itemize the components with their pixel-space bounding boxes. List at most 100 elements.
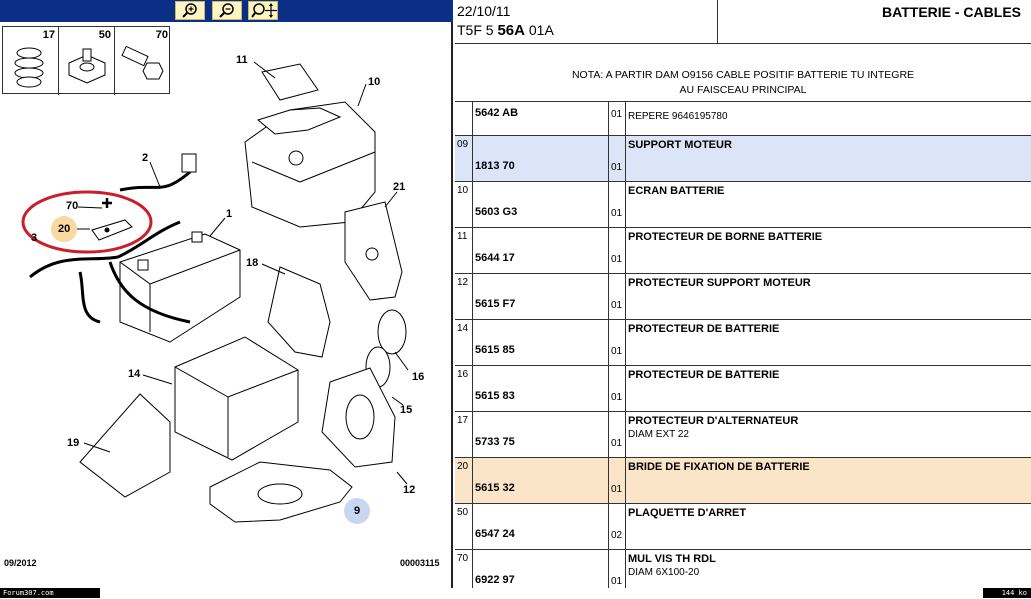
screw-icon	[121, 45, 164, 80]
row-detail: DIAM EXT 22	[628, 429, 689, 440]
callout-18: 18	[246, 257, 259, 269]
row-description: PROTECTEUR SUPPORT MOTEUR	[628, 277, 811, 289]
row-description-cell: ECRAN BATTERIE	[627, 182, 1031, 227]
row-reference-cell: 5642 AB	[473, 102, 609, 135]
lock-plate-icon	[68, 48, 106, 84]
callout-12: 12	[403, 484, 416, 496]
row-quantity-cell: 01	[609, 366, 626, 411]
legend-number: 70	[155, 29, 168, 41]
row-quantity-cell: 01	[609, 274, 626, 319]
row-quantity-cell: 01	[609, 550, 626, 595]
row-description: PROTECTEUR DE BORNE BATTERIE	[628, 231, 823, 243]
row-quantity: 02	[611, 530, 623, 541]
callout-20: 20	[58, 223, 71, 235]
row-reference: 5603 G3	[475, 206, 518, 218]
row-index: 10	[455, 182, 473, 227]
callout-2: 2	[142, 152, 149, 164]
ref-20-marker	[51, 216, 77, 242]
row-description: SUPPORT MOTEUR	[628, 139, 732, 151]
legend-cell-70: 70	[115, 27, 171, 95]
row-quantity: 01	[611, 254, 623, 265]
pan-zoom-button[interactable]	[248, 1, 278, 20]
pan-zoom-icon	[251, 3, 277, 18]
code-prefix: T5F 5	[457, 22, 494, 38]
row-index: 09	[455, 136, 473, 181]
legend-cell-17: 17	[3, 27, 59, 95]
row-quantity: 01	[611, 346, 623, 357]
callout-11: 11	[236, 54, 248, 66]
row-reference: 5615 F7	[475, 298, 516, 310]
row-index: 17	[455, 412, 473, 457]
code-suffix: 01A	[528, 22, 554, 38]
legend-number: 50	[98, 29, 111, 41]
row-description-cell: PROTECTEUR DE BATTERIE	[627, 366, 1031, 411]
row-reference: 6547 24	[475, 528, 515, 540]
zoom-in-icon	[182, 3, 197, 18]
row-reference: 5615 32	[475, 482, 515, 494]
row-reference-cell: 5615 83	[473, 366, 609, 411]
callout-16: 16	[412, 371, 425, 383]
row-reference: 5733 75	[475, 436, 515, 448]
note-line-1: NOTA: A PARTIR DAM O9156 CABLE POSITIF B…	[571, 69, 915, 81]
row-description: PROTECTEUR DE BATTERIE	[628, 369, 780, 381]
row-reference: 5644 17	[475, 252, 515, 264]
page-title: BATTERIE - CABLES	[882, 4, 1021, 20]
callout-3: 3	[31, 232, 38, 244]
diagram-drawing	[21, 61, 409, 524]
row-quantity-cell: 02	[609, 504, 626, 549]
row-quantity-cell: 01	[609, 320, 626, 365]
row-reference-cell: 5615 32	[473, 458, 609, 503]
note-line-2: AU FAISCEAU PRINCIPAL	[679, 84, 807, 96]
row-reference-cell: 5733 75	[473, 412, 609, 457]
callout-14: 14	[128, 368, 141, 380]
header-divider	[717, 0, 718, 44]
callout-10: 10	[368, 76, 381, 88]
callout-1: 1	[226, 208, 233, 220]
zoom-out-button[interactable]	[212, 1, 242, 20]
forum-watermark: Forum307.com	[0, 588, 100, 598]
row-index: 20	[455, 458, 473, 503]
grommet-icon	[14, 47, 44, 88]
row-reference: 5642 AB	[475, 107, 519, 119]
zoom-in-button[interactable]	[175, 1, 205, 20]
file-size: 144 ko	[983, 588, 1031, 598]
row-reference: 5615 85	[475, 344, 515, 356]
bottom-strip: Forum307.com 144 ko	[0, 588, 1031, 599]
row-index: 14	[455, 320, 473, 365]
row-reference: 1813 70	[475, 160, 515, 172]
table-row[interactable]: 5642 AB 01 REPERE 9646195780	[455, 102, 1031, 136]
row-description: PROTECTEUR D'ALTERNATEUR	[628, 415, 799, 427]
row-quantity: 01	[611, 208, 623, 219]
note-box: NOTA: A PARTIR DAM O9156 CABLE POSITIF B…	[455, 44, 1031, 102]
header-code: T5F 5 56A 01A	[457, 22, 554, 39]
row-reference-cell: 5615 F7	[473, 274, 609, 319]
row-description-cell: PROTECTEUR D'ALTERNATEUR DIAM EXT 22	[627, 412, 1031, 457]
row-description-cell: SUPPORT MOTEUR	[627, 136, 1031, 181]
row-description-cell: BRIDE DE FIXATION DE BATTERIE	[627, 458, 1031, 503]
header-date: 22/10/11	[457, 3, 511, 19]
row-description: REPERE 9646195780	[628, 111, 728, 122]
row-quantity: 01	[611, 109, 623, 120]
row-detail: DIAM 6X100-20	[628, 567, 700, 578]
callout-70: 70	[66, 200, 79, 212]
diagram-date: 09/2012	[4, 558, 37, 568]
row-reference-cell: 5644 17	[473, 228, 609, 273]
callout-21: 21	[393, 181, 406, 193]
row-description-cell: PROTECTEUR DE BATTERIE	[627, 320, 1031, 365]
highlight-ring	[21, 190, 153, 254]
row-description-cell: PLAQUETTE D'ARRET	[627, 504, 1031, 549]
row-quantity-cell: 01	[609, 136, 626, 181]
row-quantity: 01	[611, 162, 623, 173]
row-index: 11	[455, 228, 473, 273]
row-reference-cell: 6547 24	[473, 504, 609, 549]
